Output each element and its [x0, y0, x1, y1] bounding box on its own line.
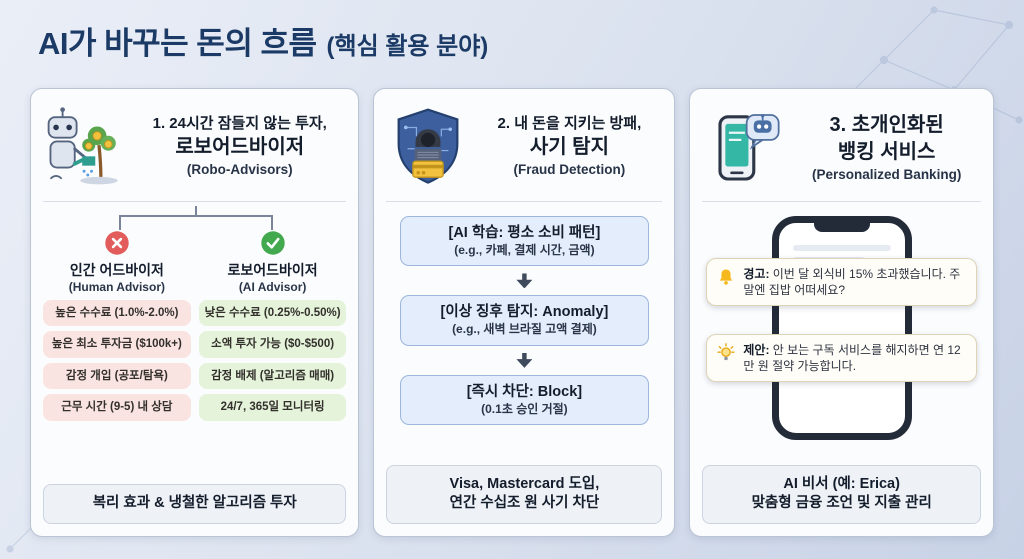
advisor-comparison: 인간 어드바이저 (Human Advisor) 높은 수수료 (1.0%-2.… [43, 230, 347, 426]
card3-summary: AI 비서 (예: Erica) 맞춤형 금융 조언 및 지출 관리 [702, 464, 981, 524]
card2-summary-line1: Visa, Mastercard 도입, [449, 475, 600, 492]
check-circle-icon [260, 231, 285, 255]
alert-text: 경고: 이번 달 외식비 15% 초과했습니다. 주말엔 집밥 어떠세요? [743, 266, 967, 298]
comparison-item: 근무 시간 (9-5) 내 상담 [43, 394, 191, 421]
comparison-item: 높은 최소 투자금 ($100k+) [43, 331, 191, 358]
fraud-step-anomaly: [이상 징후 탐지: Anomaly] (e.g., 새벽 브라질 고액 결제) [400, 295, 649, 346]
robot-watering-money-tree-icon [43, 103, 127, 191]
phone-chatbot-icon [702, 103, 786, 191]
step-detail: (0.1초 승인 거절) [481, 401, 568, 416]
card-fraud-detection: 2. 내 돈을 지키는 방패, 사기 탐지 (Fraud Detection) … [373, 88, 676, 537]
suggestion-notification: 제안: 안 보는 구독 서비스를 해지하면 연 12만 원 절약 가능합니다. [706, 334, 977, 383]
lightbulb-icon [717, 343, 735, 361]
comparison-item: 24/7, 365일 모니터링 [198, 394, 347, 421]
fraud-step-learning: [AI 학습: 평소 소비 패턴] (e.g., 카페, 결제 시간, 금액) [400, 216, 649, 267]
comparison-item: 감정 개입 (공포/탐욕) [43, 362, 191, 390]
robo-advisor-column: 로보어드바이저 (AI Advisor) 낮은 수수료 (0.25%-0.50%… [198, 230, 347, 426]
card2-heading-line2: 사기 탐지 [529, 136, 609, 159]
card3-heading-line3: (Personalized Banking) [812, 166, 962, 182]
human-advisor-subtitle: (Human Advisor) [68, 280, 165, 294]
comparison-item: 높은 수수료 (1.0%-2.0%) [43, 300, 191, 327]
card-personalized-banking: 3. 초개인화된 뱅킹 서비스 (Personalized Banking) 경… [689, 88, 994, 537]
card3-summary-line1: AI 비서 (예: Erica) [783, 475, 900, 492]
card2-heading-line3: (Fraud Detection) [513, 162, 626, 178]
card3-summary-line2: 맞춤형 금융 조언 및 지출 관리 [751, 495, 932, 512]
shield-hacker-card-icon [386, 103, 470, 191]
robo-advisor-title: 로보어드바이저 [227, 262, 318, 278]
down-arrow-icon [516, 273, 533, 289]
card1-summary: 복리 효과 & 냉철한 알고리즘 투자 [43, 484, 347, 524]
card2-heading-line1: 2. 내 돈을 지키는 방패, [497, 114, 642, 132]
branch-connector [43, 206, 346, 230]
comparison-item: 소액 투자 가능 ($0-$500) [198, 331, 347, 358]
suggestion-label: 제안: [743, 343, 770, 357]
suggestion-body: 안 보는 구독 서비스를 해지하면 연 12만 원 절약 가능합니다. [743, 343, 961, 374]
card1-heading-line2: 로보어드바이저 [175, 136, 305, 159]
robo-advisor-subtitle: (AI Advisor) [238, 280, 307, 294]
card-robo-advisors: 1. 24시간 잠들지 않는 투자, 로보어드바이저 (Robo-Advisor… [30, 88, 360, 537]
step-detail: (e.g., 카페, 결제 시간, 금액) [454, 242, 595, 257]
card2-summary-line2: 연간 수십조 원 사기 차단 [449, 495, 600, 512]
card1-heading-line3: (Robo-Advisors) [186, 162, 293, 178]
fraud-detection-flow: [AI 학습: 평소 소비 패턴] (e.g., 카페, 결제 시간, 금액) … [386, 216, 662, 426]
step-title: [AI 학습: 평소 소비 패턴] [448, 225, 601, 241]
step-detail: (e.g., 새벽 브라질 고액 결제) [452, 322, 597, 337]
phone-notch [813, 222, 870, 232]
card2-heading: 2. 내 돈을 지키는 방패, 사기 탐지 (Fraud Detection) [476, 115, 662, 180]
card1-heading: 1. 24시간 잠들지 않는 투자, 로보어드바이저 (Robo-Advisor… [133, 115, 346, 180]
suggestion-text: 제안: 안 보는 구독 서비스를 해지하면 연 12만 원 절약 가능합니다. [743, 342, 967, 374]
smartphone-mockup [771, 216, 912, 440]
card3-heading: 3. 초개인화된 뱅킹 서비스 (Personalized Banking) [792, 111, 981, 184]
screen-placeholder-line [792, 245, 891, 251]
card3-header: 3. 초개인화된 뱅킹 서비스 (Personalized Banking) [702, 97, 981, 202]
card2-header: 2. 내 돈을 지키는 방패, 사기 탐지 (Fraud Detection) [386, 97, 663, 202]
comparison-item: 감정 배제 (알고리즘 매매) [198, 362, 347, 390]
alert-notification: 경고: 이번 달 외식비 15% 초과했습니다. 주말엔 집밥 어떠세요? [706, 258, 977, 307]
card3-heading-line2: 뱅킹 서비스 [837, 140, 936, 163]
alert-label: 경고: [743, 267, 770, 281]
alert-body: 이번 달 외식비 15% 초과했습니다. 주말엔 집밥 어떠세요? [743, 267, 961, 298]
comparison-item: 낮은 수수료 (0.25%-0.50%) [198, 300, 347, 327]
x-circle-icon [105, 231, 129, 255]
human-advisor-title: 인간 어드바이저 [69, 262, 164, 278]
card1-heading-line1: 1. 24시간 잠들지 않는 투자, [152, 114, 327, 132]
phone-mockup-area: 경고: 이번 달 외식비 15% 초과했습니다. 주말엔 집밥 어떠세요? 제안… [702, 210, 981, 465]
step-title: [이상 징후 탐지: Anomaly] [440, 304, 609, 321]
cards-row: 1. 24시간 잠들지 않는 투자, 로보어드바이저 (Robo-Advisor… [30, 88, 994, 537]
step-title: [즉시 차단: Block] [466, 383, 583, 400]
card3-heading-line1: 3. 초개인화된 [829, 113, 944, 136]
card1-header: 1. 24시간 잠들지 않는 투자, 로보어드바이저 (Robo-Advisor… [43, 97, 347, 202]
title-sub: (핵심 활용 분야) [326, 33, 489, 60]
page-title: AI가 바꾸는 돈의 흐름 (핵심 활용 분야) [38, 18, 488, 63]
title-main: AI가 바꾸는 돈의 흐름 [38, 26, 317, 61]
down-arrow-icon [516, 352, 533, 368]
human-advisor-column: 인간 어드바이저 (Human Advisor) 높은 수수료 (1.0%-2.… [43, 230, 191, 426]
bell-icon [720, 269, 733, 285]
card2-summary: Visa, Mastercard 도입, 연간 수십조 원 사기 차단 [386, 464, 663, 524]
fraud-step-block: [즉시 차단: Block] (0.1초 승인 거절) [400, 374, 649, 426]
